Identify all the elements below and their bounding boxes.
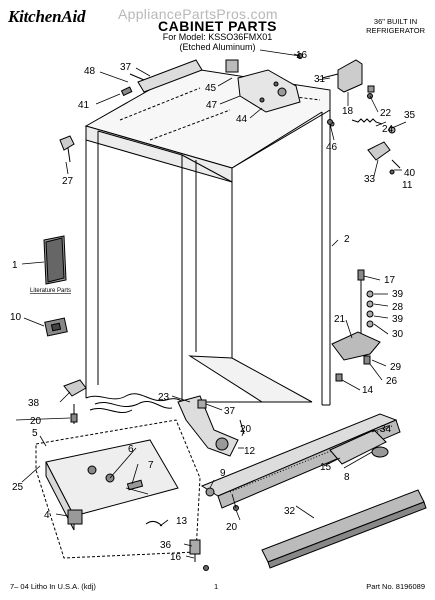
callout-24: 24 [382,124,394,135]
hinge-bracket-right [321,59,375,93]
callout-26: 26 [386,376,398,387]
callout-30: 30 [392,329,404,340]
watermark: AppliancePartsPros.com [118,6,278,22]
callout-leaders [15,49,407,559]
callout-18: 18 [342,106,354,117]
callout-33: 33 [364,174,376,185]
callout-13: 13 [176,516,188,527]
callout-37-mid: 37 [224,406,236,417]
callout-38: 38 [28,398,40,409]
product-line-1: 36" BUILT IN [373,17,418,26]
callout-20-left: 20 [30,416,42,427]
screw-fasteners [203,53,373,571]
callout-16-top: 16 [296,50,308,61]
roller-assembly [189,539,201,562]
brand-logo: KitchenAid [8,7,86,26]
callout-39-a: 39 [392,289,404,300]
literature-packet [43,235,67,285]
spring-part [329,118,396,134]
callout-22: 22 [380,108,392,119]
base-assembly-outline [35,419,201,559]
page-title: CABINET PARTS [157,18,278,34]
callout-40: 40 [404,168,416,179]
callout-25: 25 [12,482,24,493]
kick-plate-trim [261,489,427,569]
callout-10: 10 [10,312,22,323]
clip-bracket [59,135,75,163]
callout-34: 34 [380,424,392,435]
light-switch [44,317,68,337]
callout-23: 23 [158,392,170,403]
callout-numbers: 37 48 41 45 47 44 16 31 18 22 24 35 46 3… [10,50,416,563]
footer-litho: 7– 04 Litho In U.S.A. (kdj) [10,582,96,591]
product-type: 36" BUILT IN REFRIGERATOR [366,17,425,35]
callout-14: 14 [362,385,374,396]
callout-17: 17 [384,275,396,286]
leveling-bracket [63,379,87,424]
product-line-2: REFRIGERATOR [366,26,425,35]
callout-39-b: 39 [392,314,404,325]
door-stop-bracket [367,141,401,175]
cabinet-body [84,67,331,414]
water-valve [177,395,245,457]
callout-11: 11 [402,180,413,191]
top-bracket-left [120,59,203,97]
callout-29: 29 [390,362,402,373]
callout-1: 1 [12,260,18,271]
callout-27: 27 [62,176,74,187]
callout-48: 48 [84,66,96,77]
callout-20-bottom: 20 [226,522,238,533]
callout-20-mid: 20 [240,424,252,435]
callout-28: 28 [392,302,404,313]
callout-36: 36 [160,540,172,551]
callout-12: 12 [244,446,256,457]
callout-4: 4 [44,510,50,521]
callout-46: 46 [326,142,338,153]
callout-35: 35 [404,110,416,121]
model-variant: (Etched Aluminum) [179,42,256,52]
bottom-hinge-assembly [331,269,381,382]
callout-32: 32 [284,506,296,517]
toe-grille [200,413,401,509]
callout-5: 5 [32,428,38,439]
footer-part-number: Part No. 8196089 [366,582,425,591]
callout-16-bottom: 16 [170,552,182,563]
callout-15: 15 [320,462,332,473]
callout-7: 7 [148,460,154,471]
callout-37-top: 37 [120,62,132,73]
callout-31: 31 [314,74,326,85]
callout-45: 45 [205,83,217,94]
model-number: For Model: KSSO36FMX01 [162,32,273,42]
callout-2: 2 [344,234,350,245]
callout-44: 44 [236,114,248,125]
callout-8: 8 [344,472,350,483]
literature-parts-label: Literature Parts [30,288,71,294]
footer-page-number: 1 [214,582,219,591]
callout-21: 21 [334,314,346,325]
callout-6: 6 [128,444,134,455]
callout-47: 47 [206,100,218,111]
callout-9: 9 [220,468,226,479]
callout-41: 41 [78,100,90,111]
